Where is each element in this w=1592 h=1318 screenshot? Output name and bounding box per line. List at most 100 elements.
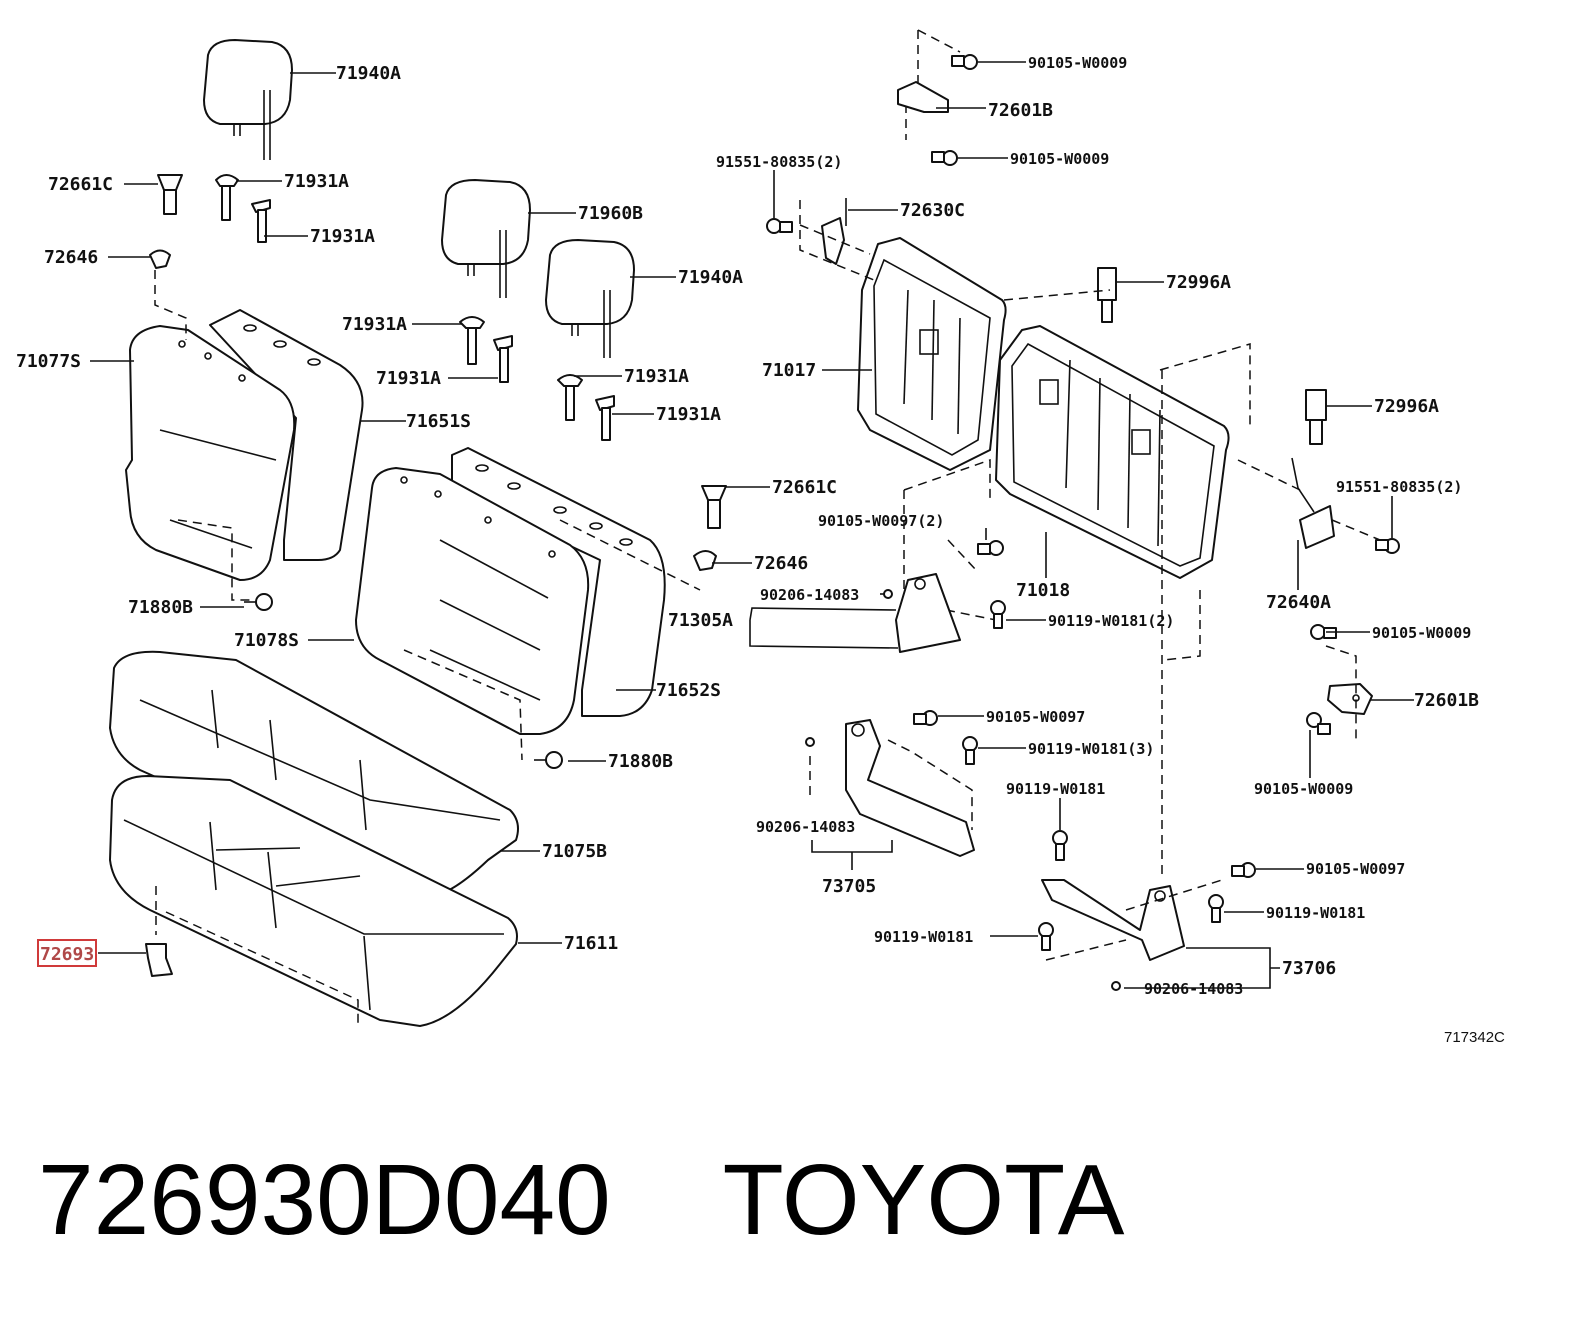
- label-90105-w0097-3[interactable]: 90105-W0097: [1306, 860, 1405, 878]
- label-71305a[interactable]: 71305A: [668, 610, 733, 631]
- label-90105-w0097-1[interactable]: 90105-W0097: [986, 708, 1085, 726]
- support-71931a-1[interactable]: [215, 174, 239, 221]
- label-91551-80835-2[interactable]: 91551-80835(2): [1336, 478, 1462, 496]
- striker-72640a[interactable]: [1291, 457, 1335, 549]
- label-72661c-1[interactable]: 72661C: [48, 174, 113, 195]
- label-90119-w0181-4[interactable]: 90119-W0181: [1266, 904, 1365, 922]
- label-71960b[interactable]: 71960B: [578, 203, 643, 224]
- bolt-90105-w0097-1[interactable]: [913, 710, 938, 726]
- label-91551-80835-1[interactable]: 91551-80835(2): [716, 153, 842, 171]
- label-71611[interactable]: 71611: [564, 933, 618, 954]
- label-71931a-3[interactable]: 71931A: [342, 314, 407, 335]
- washer-90206-14083-1[interactable]: [883, 589, 893, 599]
- label-71931a-1[interactable]: 71931A: [284, 171, 349, 192]
- label-72996a-2[interactable]: 72996A: [1374, 396, 1439, 417]
- label-72646-1[interactable]: 72646: [44, 247, 98, 268]
- bolt-90119-w0181-4[interactable]: [1208, 894, 1224, 923]
- support-71931a-3[interactable]: [459, 316, 485, 365]
- label-90119-w0181-3[interactable]: 90119-W0181(3): [1028, 740, 1154, 758]
- label-72646-2[interactable]: 72646: [754, 553, 808, 574]
- label-71931a-4[interactable]: 71931A: [376, 368, 441, 389]
- label-90119-w0181-1[interactable]: 90119-W0181: [1006, 780, 1105, 798]
- label-73705[interactable]: 73705: [822, 876, 876, 897]
- label-71940a-1[interactable]: 71940A: [336, 63, 401, 84]
- cover-72630c[interactable]: [821, 198, 847, 265]
- label-90119-w0181-2[interactable]: 90119-W0181(2): [1048, 612, 1174, 630]
- bolt-90105-w0097-2[interactable]: [977, 540, 1004, 556]
- seatback-frame-71017[interactable]: [857, 237, 1007, 471]
- lock-72996a-top[interactable]: [1097, 267, 1117, 323]
- label-90105-w0009-2[interactable]: 90105-W0009: [1010, 150, 1109, 168]
- hook-71880b-left[interactable]: [244, 593, 273, 611]
- seatback-right-cover[interactable]: [355, 447, 666, 735]
- label-90119-w0181-5[interactable]: 90119-W0181: [874, 928, 973, 946]
- label-71931a-5[interactable]: 71931A: [624, 366, 689, 387]
- seat-cushion-pad[interactable]: [109, 775, 518, 1027]
- bolt-90105-w0097-3[interactable]: [1231, 862, 1256, 878]
- label-90206-14083-3[interactable]: 90206-14083: [1144, 980, 1243, 998]
- label-71018[interactable]: 71018: [1016, 580, 1070, 601]
- brand-name: TOYOTA: [722, 1144, 1125, 1256]
- label-90105-w0009-6[interactable]: 90105-W0009: [1254, 780, 1353, 798]
- clip-72646-mid[interactable]: [693, 550, 717, 571]
- label-73706[interactable]: 73706: [1282, 958, 1336, 979]
- headrest-71940a-right[interactable]: [545, 239, 635, 358]
- headrest-71940a-left[interactable]: [203, 39, 293, 160]
- plate-72601b-top[interactable]: [897, 81, 949, 113]
- headrest-71960b[interactable]: [441, 179, 531, 298]
- label-90206-14083-1[interactable]: 90206-14083: [760, 586, 859, 604]
- screw-91551-80835-left[interactable]: [766, 218, 793, 234]
- support-71931a-2[interactable]: [251, 199, 271, 243]
- label-72693[interactable]: 72693: [40, 944, 94, 965]
- label-71078s[interactable]: 71078S: [234, 630, 299, 651]
- bolt-90119-w0181-2[interactable]: [990, 600, 1006, 629]
- support-71931a-6[interactable]: [595, 395, 615, 441]
- label-90105-w0009-5[interactable]: 90105-W0009: [1372, 624, 1471, 642]
- label-72640a[interactable]: 72640A: [1266, 592, 1331, 613]
- clip-72693[interactable]: [145, 943, 173, 977]
- bolt-90119-w0181-5[interactable]: [1038, 922, 1054, 951]
- label-71651s[interactable]: 71651S: [406, 411, 471, 432]
- label-71652s[interactable]: 71652S: [656, 680, 721, 701]
- bolt-90119-w0181-3[interactable]: [962, 736, 978, 765]
- label-71077s[interactable]: 71077S: [16, 351, 81, 372]
- label-90105-w0009-1[interactable]: 90105-W0009: [1028, 54, 1127, 72]
- label-90105-w0097-2[interactable]: 90105-W0097(2): [818, 512, 944, 530]
- label-72601b-2[interactable]: 72601B: [1414, 690, 1479, 711]
- washer-90206-14083-3[interactable]: [1111, 981, 1121, 991]
- screw-91551-80835-right[interactable]: [1375, 538, 1400, 554]
- label-72661c-2[interactable]: 72661C: [772, 477, 837, 498]
- hook-71880b-right[interactable]: [534, 751, 563, 769]
- support-71931a-5[interactable]: [557, 374, 583, 421]
- label-72996a-1[interactable]: 72996A: [1166, 272, 1231, 293]
- bolt-90105-w0009-1[interactable]: [951, 54, 978, 70]
- hinge-bracket-upper[interactable]: [895, 573, 961, 653]
- label-71075b[interactable]: 71075B: [542, 841, 607, 862]
- seat-cushion-cover[interactable]: [109, 650, 519, 898]
- hinge-bracket-73706[interactable]: [1041, 879, 1185, 961]
- lock-72996a-right[interactable]: [1305, 389, 1327, 445]
- label-71940a-2[interactable]: 71940A: [678, 267, 743, 288]
- seatback-frame-71018[interactable]: [995, 325, 1230, 579]
- label-71880b-1[interactable]: 71880B: [128, 597, 193, 618]
- bolt-90105-w0009-6[interactable]: [1306, 712, 1331, 735]
- clip-72661c-mid[interactable]: [701, 485, 727, 529]
- hinge-bracket-73705[interactable]: [845, 719, 975, 857]
- support-71931a-4[interactable]: [493, 335, 513, 383]
- label-90206-14083-2[interactable]: 90206-14083: [756, 818, 855, 836]
- parts-diagram: 71940A 72661C 71931A 71931A 72646 71960B…: [16, 29, 1505, 1046]
- plate-72601b-right[interactable]: [1327, 683, 1373, 715]
- clip-72661c-top[interactable]: [157, 174, 183, 215]
- seatback-left-cover[interactable]: [125, 309, 364, 581]
- label-72630c[interactable]: 72630C: [900, 200, 965, 221]
- bolt-90105-w0009-2[interactable]: [931, 150, 958, 166]
- label-72601b-1[interactable]: 72601B: [988, 100, 1053, 121]
- label-71880b-2[interactable]: 71880B: [608, 751, 673, 772]
- bolt-90105-w0009-5[interactable]: [1310, 624, 1337, 640]
- label-71931a-2[interactable]: 71931A: [310, 226, 375, 247]
- clip-72646-top[interactable]: [149, 249, 171, 269]
- washer-90206-14083-2[interactable]: [805, 737, 815, 747]
- label-71931a-6[interactable]: 71931A: [656, 404, 721, 425]
- bolt-90119-w0181-1[interactable]: [1052, 830, 1068, 861]
- label-71017[interactable]: 71017: [762, 360, 816, 381]
